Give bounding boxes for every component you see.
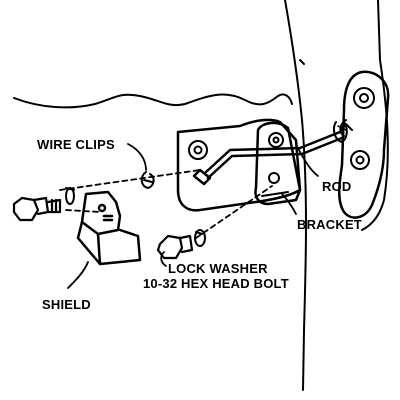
label-rod: ROD	[322, 179, 352, 194]
right-lock-washer	[194, 229, 206, 247]
left-lock-washer	[65, 187, 75, 205]
rod-part	[192, 130, 344, 186]
assembly-dash-lines	[59, 169, 273, 239]
shield-part	[76, 190, 142, 266]
door-frame	[284, 0, 389, 391]
inner-panel-edge	[13, 93, 293, 109]
right-hex-bolt	[156, 234, 194, 260]
panel-bolt-head	[188, 140, 208, 160]
loose-wire-clip	[140, 171, 155, 189]
label-wire-clips: WIRE CLIPS	[37, 137, 115, 152]
rod-wire-clip	[333, 121, 348, 143]
leader-lines	[67, 143, 319, 289]
label-bracket: BRACKET	[297, 217, 362, 232]
label-hex-head-bolt: 10-32 HEX HEAD BOLT	[143, 276, 289, 291]
latch-plate	[338, 70, 390, 219]
bracket-part	[254, 121, 302, 206]
label-lock-washer: LOCK WASHER	[168, 261, 268, 276]
panel-bolt-hole	[193, 145, 203, 155]
mounting-panel	[176, 118, 302, 212]
label-shield: SHIELD	[42, 297, 91, 312]
left-hex-bolt	[12, 196, 62, 222]
